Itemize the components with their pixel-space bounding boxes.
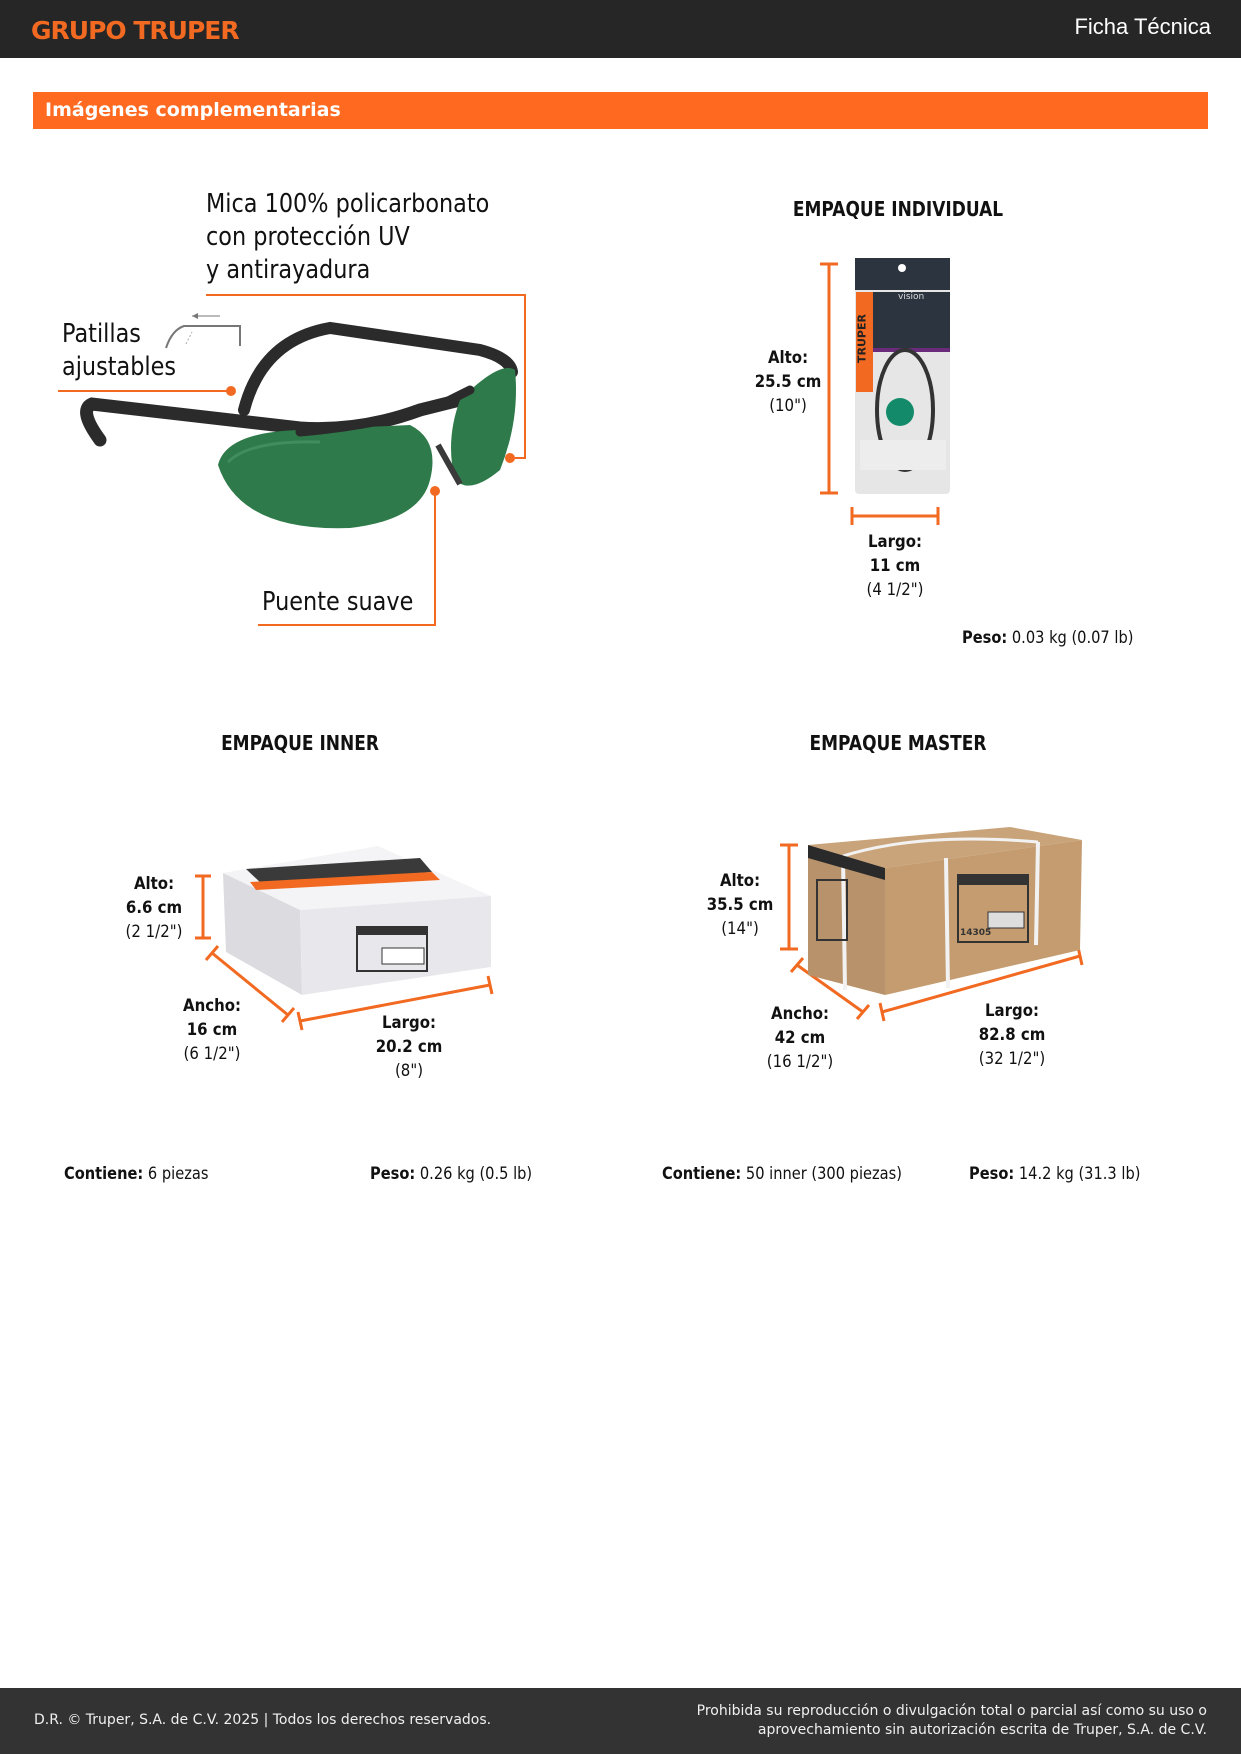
master-box-code: 14305 (960, 928, 992, 938)
top-bar: GRUPO TRUPER Ficha Técnica (0, 0, 1241, 58)
individual-largo-label: Largo: 11 cm (4 1/2") (866, 532, 924, 600)
safety-glasses-image (58, 294, 526, 626)
bridge-callout: Puente suave (262, 587, 414, 617)
inner-ancho-label: Ancho: 16 cm (6 1/2") (182, 996, 241, 1064)
inner-largo-label: Largo: 20.2 cm (8") (375, 1013, 443, 1081)
section-header: Imágenes complementarias (33, 92, 1208, 129)
individual-weight: Peso: 0.03 kg (0.07 lb) (962, 628, 1134, 648)
document-type: Ficha Técnica (1074, 14, 1211, 39)
master-heading: EMPAQUE MASTER (809, 731, 987, 755)
individual-alto-label: Alto: 25.5 cm (10") (754, 348, 822, 416)
inner-weight: Peso: 0.26 kg (0.5 lb) (370, 1164, 533, 1184)
footer: D.R. © Truper, S.A. de C.V. 2025 | Todos… (0, 1688, 1241, 1754)
lens-callout: Mica 100% policarbonato con protección U… (206, 189, 490, 285)
master-box-image (780, 827, 1084, 1022)
master-contents: Contiene: 50 inner (300 piezas) (662, 1164, 902, 1184)
brand-logo: GRUPO TRUPER (31, 16, 240, 45)
footer-notice: Prohibida su reproducción o divulgación … (696, 1703, 1207, 1738)
master-weight: Peso: 14.2 kg (31.3 lb) (969, 1164, 1141, 1184)
inner-heading: EMPAQUE INNER (221, 731, 379, 755)
inner-alto-label: Alto: 6.6 cm (2 1/2") (125, 874, 183, 942)
individual-package-image (820, 258, 950, 525)
temples-callout: Patillas ajustables (62, 319, 177, 382)
master-ancho-label: Ancho: 42 cm (16 1/2") (766, 1004, 834, 1072)
footer-copyright: D.R. © Truper, S.A. de C.V. 2025 | Todos… (34, 1712, 492, 1728)
inner-contents: Contiene: 6 piezas (64, 1164, 209, 1184)
section-title: Imágenes complementarias (45, 99, 341, 121)
master-largo-label: Largo: 82.8 cm (32 1/2") (978, 1001, 1046, 1069)
individual-bag-line: vision (898, 292, 925, 302)
master-alto-label: Alto: 35.5 cm (14") (706, 871, 774, 939)
individual-heading: EMPAQUE INDIVIDUAL (792, 197, 1004, 221)
inner-box-image (195, 846, 494, 1031)
